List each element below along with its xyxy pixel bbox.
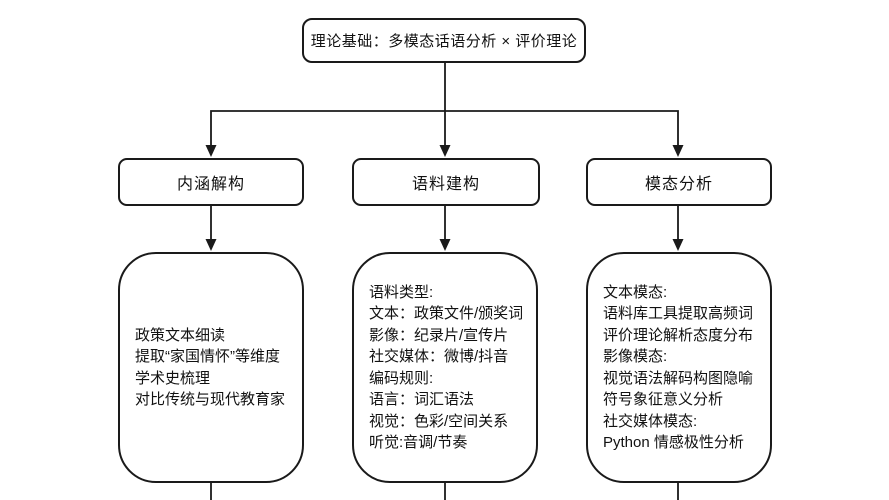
detail-line: 影像：纪录片/宣传片 <box>369 326 509 344</box>
arrowhead-icon <box>672 239 684 251</box>
arrowhead-icon <box>439 145 451 157</box>
detail-line: 社交媒体模态: <box>603 412 698 430</box>
detail-box-modality: 文本模态: 语料库工具提取高频词 评价理论解析态度分布 影像模态: 视觉语法解码… <box>586 252 772 483</box>
detail-lines: 文本模态: 语料库工具提取高频词 评价理论解析态度分布 影像模态: 视觉语法解码… <box>588 282 757 454</box>
detail-line: 文本：政策文件/颁奖词 <box>369 305 524 322</box>
detail-line: 提取“家国情怀”等维度 <box>135 348 280 365</box>
detail-line: 视觉语法解码构图隐喻 <box>603 369 754 387</box>
branch-horizontal <box>210 110 679 147</box>
detail-line: 语料类型: <box>369 283 434 301</box>
detail-line: 对比传统与现代教育家 <box>135 391 286 408</box>
detail-line: 语料库工具提取高频词 <box>603 305 754 322</box>
detail-line: 文本模态: <box>603 283 668 301</box>
detail-line: 影像模态: <box>603 348 668 365</box>
detail-box-corpus: 语料类型: 文本：政策文件/颁奖词 影像：纪录片/宣传片 社交媒体：微博/抖音 … <box>352 252 538 483</box>
detail-line: 政策文本细读 <box>135 326 226 344</box>
header-label: 语料建构 <box>411 176 480 193</box>
header-box-connotation: 内涵解构 <box>118 158 304 206</box>
detail-line: 视觉：色彩/空间关系 <box>369 412 509 430</box>
header-box-corpus: 语料建构 <box>352 158 540 206</box>
detail-line: 学术史梳理 <box>135 369 211 387</box>
arrowhead-icon <box>439 239 451 251</box>
detail-line: 社交媒体：微博/抖音 <box>369 348 509 365</box>
detail-line: Python 情感极性分析 <box>603 434 744 451</box>
detail-box-connotation: 政策文本细读 提取“家国情怀”等维度 学术史梳理 对比传统与现代教育家 <box>118 252 304 483</box>
detail-line: 编码规则: <box>369 369 434 387</box>
arrowhead-icon <box>672 145 684 157</box>
detail-line: 听觉:音调/节奏 <box>369 434 468 451</box>
detail-lines: 政策文本细读 提取“家国情怀”等维度 学术史梳理 对比传统与现代教育家 <box>120 325 289 411</box>
detail-line: 符号象征意义分析 <box>603 391 724 408</box>
header-label: 模态分析 <box>644 176 713 193</box>
detail-line: 语言：词汇语法 <box>369 391 475 408</box>
arrowhead-icon <box>205 145 217 157</box>
header-box-modality: 模态分析 <box>586 158 772 206</box>
header-label: 内涵解构 <box>176 176 245 193</box>
arrowhead-icon <box>205 239 217 251</box>
detail-line: 评价理论解析态度分布 <box>603 326 754 344</box>
detail-lines: 语料类型: 文本：政策文件/颁奖词 影像：纪录片/宣传片 社交媒体：微博/抖音 … <box>354 282 527 454</box>
title-text: 理论基础：多模态话语分析 × 评价理论 <box>310 33 578 50</box>
title-box: 理论基础：多模态话语分析 × 评价理论 <box>302 18 586 63</box>
